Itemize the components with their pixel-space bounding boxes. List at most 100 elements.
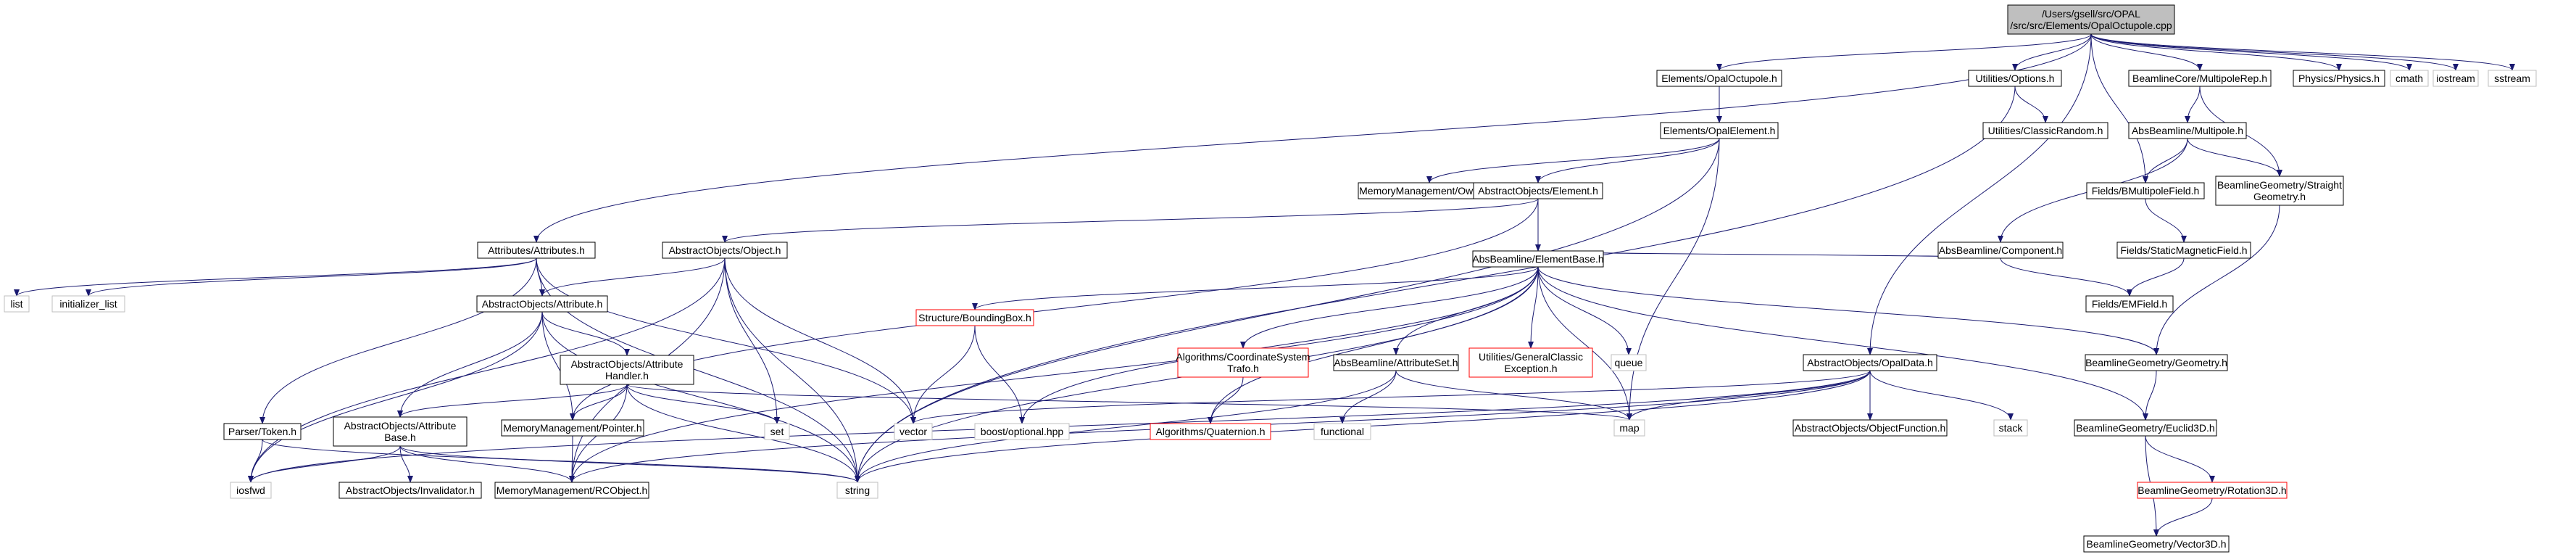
node-beamlinegeometry-rotation3d-h[interactable]: BeamlineGeometry/Rotation3D.h: [2137, 482, 2288, 499]
edge-elements-opal-element-h-to-map: [1626, 138, 1720, 421]
node-abstractobjects-invalidator-h[interactable]: AbstractObjects/Invalidator.h: [338, 482, 482, 499]
node-memorymanagement-ownptr-h[interactable]: MemoryManagement/OwnPtr.h: [1358, 182, 1501, 199]
node-absbeamline-elementbase-h[interactable]: AbsBeamline/ElementBase.h: [1472, 250, 1604, 268]
edge-opal-octupole-cpp-to-fields-bmultipolefield-h: [2090, 33, 2148, 183]
edge-opal-octupole-cpp-to-iostream: [2090, 33, 2459, 71]
edge-opal-octupole-cpp-to-utilities-options-h: [2012, 33, 2092, 71]
node-label: sstream: [2494, 73, 2530, 84]
node-label: set: [770, 426, 784, 437]
node-box: [1473, 182, 1603, 199]
node-absbeamline-multipole-h[interactable]: AbsBeamline/Multipole.h: [2128, 122, 2247, 139]
node-box: [1333, 354, 1459, 371]
node-parser-token-h[interactable]: Parser/Token.h: [223, 423, 302, 440]
node-box: [2293, 70, 2385, 87]
edge-abstractobjects-opaldata-h-to-stack: [1869, 370, 2014, 421]
edge-abstractobjects-attribute-h-to-abstractobjects-attribute-base-h: [397, 311, 543, 418]
node-label: Fields/EMField.h: [2092, 298, 2167, 310]
node-beamlinegeometry-euclid3d-h[interactable]: BeamlineGeometry/Euclid3D.h: [2074, 419, 2217, 437]
node-label: MemoryManagement/Pointer.h: [503, 422, 641, 434]
edge-beamlinegeometry-geometry-h-to-beamlinegeometry-euclid3d-h: [2143, 370, 2157, 421]
edge-abstractobjects-opaldata-h-to-map: [1626, 370, 1871, 421]
node-label: AbstractObjects/Attribute: [571, 358, 684, 370]
edge-abstractobjects-object-h-to-set: [724, 257, 780, 424]
node-box: [2432, 70, 2479, 87]
edge-abstractobjects-object-h-to-string: [724, 257, 860, 483]
node-label: /Users/gsell/src/OPAL: [2042, 8, 2140, 20]
edge-abstractobjects-attribute-handler-h-to-set: [626, 384, 780, 424]
node-memorymanagement-pointer-h[interactable]: MemoryManagement/Pointer.h: [501, 419, 644, 437]
node-fields-bmultipolefield-h[interactable]: Fields/BMultipoleField.h: [2086, 182, 2205, 199]
node-label: BeamlineCore/MultipoleRep.h: [2132, 73, 2267, 84]
node-box: [51, 295, 125, 313]
node-elements-opal-octupole-h[interactable]: Elements/OpalOctupole.h: [1656, 70, 1782, 87]
node-label: Exception.h: [1504, 363, 1557, 374]
node-utilities-classic-random-h[interactable]: Utilities/ClassicRandom.h: [1982, 122, 2108, 139]
node-attributes-attributes-h[interactable]: Attributes/Attributes.h: [477, 242, 596, 259]
node-beamlinegeometry-vector3d-h[interactable]: BeamlineGeometry/Vector3D.h: [2083, 535, 2230, 553]
node-label: vector: [899, 426, 927, 437]
node-label: AbstractObjects/Attribute.h: [482, 298, 603, 310]
edge-abstractobjects-attribute-base-h-to-iosfwd: [248, 445, 401, 483]
node-box: [2137, 482, 2288, 499]
edge-absbeamline-elementbase-h-to-beamlinegeometry-euclid3d-h: [1537, 266, 2148, 421]
node-opal-octupole-cpp[interactable]: /Users/gsell/src/OPAL/src/src/Elements/O…: [2007, 4, 2175, 35]
node-box: [230, 482, 272, 499]
node-abstractobjects-object-h[interactable]: AbstractObjects/Object.h: [662, 242, 788, 259]
node-absbeamline-component-h[interactable]: AbsBeamline/Component.h: [1937, 242, 2064, 259]
node-memorymanagement-rcobject-h[interactable]: MemoryManagement/RCObject.h: [494, 482, 649, 499]
node-label: AbsBeamline/Multipole.h: [2132, 125, 2243, 136]
node-label: Utilities/ClassicRandom.h: [1988, 125, 2103, 136]
node-box: [338, 482, 482, 499]
node-absbeamline-attributeset-h[interactable]: AbsBeamline/AttributeSet.h: [1333, 354, 1459, 371]
node-label: list: [10, 298, 22, 310]
node-box: [915, 309, 1034, 326]
edge-absbeamline-component-h-to-fields-emfield-h: [2000, 257, 2132, 297]
node-label: AbstractObjects/Attribute: [344, 420, 457, 432]
node-elements-opal-element-h[interactable]: Elements/OpalElement.h: [1660, 122, 1779, 139]
node-box: [501, 419, 644, 437]
node-label: AbsBeamline/AttributeSet.h: [1334, 357, 1458, 368]
node-label: Handler.h: [605, 370, 649, 381]
node-algorithms-quaternion-h[interactable]: Algorithms/Quaternion.h: [1150, 423, 1271, 440]
node-utilities-options-h[interactable]: Utilities/Options.h: [1968, 70, 2062, 87]
node-fields-staticmagneticfield-h[interactable]: Fields/StaticMagneticField.h: [2116, 242, 2251, 259]
node-fields-emfield-h[interactable]: Fields/EMField.h: [2085, 295, 2174, 313]
node-box: [2215, 176, 2344, 206]
edge-attributes-attributes-h-to-vector: [536, 257, 916, 424]
node-physics-physics-h[interactable]: Physics/Physics.h: [2293, 70, 2385, 87]
node-label: initializer_list: [59, 298, 117, 310]
node-beamlinegeometry-geometry-h[interactable]: BeamlineGeometry/Geometry.h: [2085, 354, 2228, 371]
node-label: AbsBeamline/ElementBase.h: [1472, 253, 1603, 265]
node-box: [477, 242, 596, 259]
node-label: Utilities/Options.h: [1976, 73, 2055, 84]
node-boost-optional-hpp: boost/optional.hpp: [974, 423, 1070, 440]
node-set: set: [764, 423, 790, 440]
node-label: Algorithms/CoordinateSystem: [1176, 351, 1310, 363]
node-structure-boundingbox-h[interactable]: Structure/BoundingBox.h: [915, 309, 1034, 326]
node-box: [2128, 70, 2272, 87]
node-label: AbstractObjects/ObjectFunction.h: [1795, 422, 1946, 434]
node-label: Elements/OpalOctupole.h: [1661, 73, 1777, 84]
edge-abstractobjects-attribute-h-to-memorymanagement-pointer-h: [541, 311, 576, 421]
node-beamlinecore-multipolerep-h[interactable]: BeamlineCore/MultipoleRep.h: [2128, 70, 2272, 87]
node-label: map: [1619, 422, 1639, 434]
node-abstractobjects-objectfunction-h[interactable]: AbstractObjects/ObjectFunction.h: [1792, 419, 1948, 437]
node-box: [1968, 70, 2062, 87]
node-box: [2085, 354, 2228, 371]
node-abstractobjects-opaldata-h[interactable]: AbstractObjects/OpalData.h: [1803, 354, 1937, 371]
node-box: [2007, 4, 2175, 35]
node-abstractobjects-element-h[interactable]: AbstractObjects/Element.h: [1473, 182, 1603, 199]
node-label: Structure/BoundingBox.h: [918, 312, 1031, 323]
edge-beamlinegeometry-euclid3d-h-to-beamlinegeometry-rotation3d-h: [2145, 435, 2215, 483]
node-functional: functional: [1313, 423, 1371, 440]
node-box: [2128, 122, 2247, 139]
node-stack: stack: [1993, 419, 2028, 437]
node-box: [2074, 419, 2217, 437]
node-abstractobjects-attribute-h[interactable]: AbstractObjects/Attribute.h: [476, 295, 608, 313]
